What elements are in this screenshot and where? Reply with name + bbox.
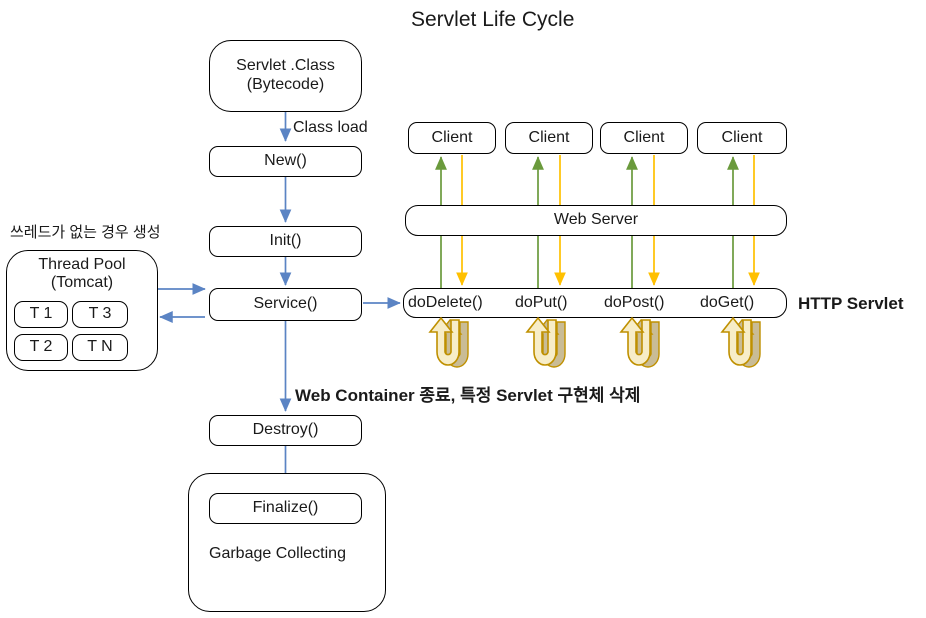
uturn-group [428, 316, 761, 368]
service-box[interactable]: Service() [209, 288, 362, 321]
client-box-2[interactable]: Client [505, 122, 593, 154]
client-box-3[interactable]: Client [600, 122, 688, 154]
thread-item-3[interactable]: T 3 [72, 301, 128, 328]
finalize-box[interactable]: Finalize() [209, 493, 362, 524]
method-doput[interactable]: doPut() [515, 294, 568, 311]
class-load-label: Class load [293, 119, 368, 136]
uturn-arrow-3 [619, 316, 660, 368]
thread-item-1[interactable]: T 1 [14, 301, 68, 328]
thread-pool-note: 쓰레드가 없는 경우 생성 [10, 224, 161, 241]
thread-pool-title: Thread Pool (Tomcat) [38, 256, 126, 291]
http-servlet-label: HTTP Servlet [798, 294, 904, 313]
page-title: Servlet Life Cycle [411, 8, 575, 31]
thread-item-n[interactable]: T N [72, 334, 128, 361]
http-servlet-box[interactable] [403, 288, 787, 318]
uturn-arrow-2 [525, 316, 566, 368]
init-box[interactable]: Init() [209, 226, 362, 257]
client-box-1[interactable]: Client [408, 122, 496, 154]
method-dopost[interactable]: doPost() [604, 294, 665, 311]
method-doget[interactable]: doGet() [700, 294, 755, 311]
thread-item-2[interactable]: T 2 [14, 334, 68, 361]
client-box-4[interactable]: Client [697, 122, 787, 154]
web-server-box[interactable]: Web Server [405, 205, 787, 236]
servlet-class-box[interactable]: Servlet .Class (Bytecode) [209, 40, 362, 112]
garbage-collecting-label: Garbage Collecting [209, 545, 346, 562]
destroy-box[interactable]: Destroy() [209, 415, 362, 446]
web-container-note: Web Container 종료, 특정 Servlet 구현체 삭제 [295, 386, 641, 405]
uturn-arrow-4 [720, 316, 761, 368]
method-dodelete[interactable]: doDelete() [408, 294, 483, 311]
new-box[interactable]: New() [209, 146, 362, 177]
uturn-arrow-1 [428, 316, 469, 368]
